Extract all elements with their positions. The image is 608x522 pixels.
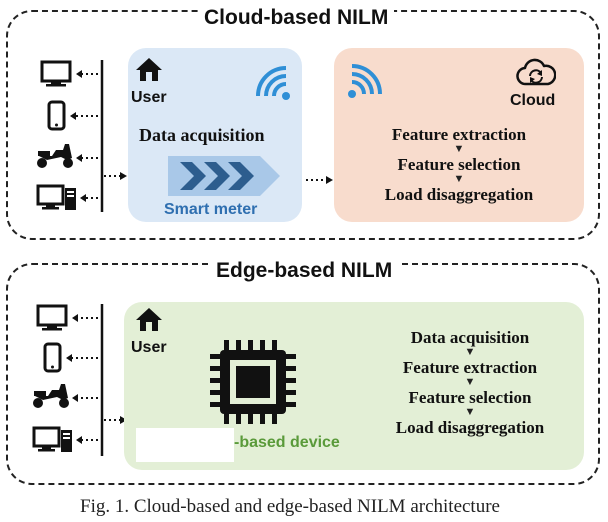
down-arrow-icon: ▼	[453, 173, 465, 185]
figure-caption: Fig. 1. Cloud-based and edge-based NILM …	[80, 496, 500, 517]
scooter-icon	[33, 384, 69, 408]
down-arrow-icon: ▼	[464, 406, 476, 418]
appliance-group-edge	[32, 304, 104, 456]
monitor-icon	[36, 304, 68, 331]
wifi-signal-icon	[348, 64, 382, 98]
monitor-icon	[40, 60, 72, 87]
cloud-step-feature-selection: Feature selection	[397, 155, 521, 174]
edge-step-feature-extraction: Feature extraction	[402, 358, 538, 377]
phone-icon	[47, 100, 66, 131]
device-label-redaction	[136, 428, 234, 462]
cloud-data-acquisition: Data acquisition	[139, 125, 265, 145]
processor-chip-icon	[210, 340, 296, 424]
smart-meter-label: Smart meter	[164, 201, 258, 218]
cloud-label: Cloud	[510, 92, 556, 109]
cloud-user-label: User	[131, 89, 167, 106]
cloud-step-load-disaggregation: Load disaggregation	[384, 185, 534, 204]
appliance-group-cloud	[36, 60, 104, 212]
home-icon	[136, 308, 162, 331]
edge-device-label: -based device	[234, 434, 340, 451]
phone-icon	[43, 342, 62, 373]
bus-to-meter-arrow	[104, 172, 127, 180]
home-icon	[136, 58, 162, 81]
cloud-sync-icon	[516, 58, 556, 86]
smart-meter-chevron-icon	[168, 156, 280, 196]
desktop-computer-icon	[36, 184, 76, 210]
edge-step-data-acquisition: Data acquisition	[410, 328, 530, 347]
edge-step-load-disaggregation: Load disaggregation	[395, 418, 545, 437]
edge-step-feature-selection: Feature selection	[408, 388, 532, 407]
down-arrow-icon: ▼	[453, 143, 465, 155]
wifi-signal-icon	[256, 66, 290, 100]
meter-to-cloud-arrow	[306, 176, 333, 184]
scooter-icon	[37, 144, 73, 168]
desktop-computer-icon	[32, 426, 72, 452]
edge-nilm-title: Edge-based NILM	[210, 259, 399, 283]
cloud-processing-steps: Feature extraction ▼ Feature selection ▼…	[334, 125, 584, 204]
cloud-step-feature-extraction: Feature extraction	[391, 125, 527, 144]
cloud-nilm-title: Cloud-based NILM	[198, 6, 395, 30]
edge-processing-steps: Data acquisition ▼ Feature extraction ▼ …	[370, 328, 570, 437]
down-arrow-icon: ▼	[464, 376, 476, 388]
bus-to-edge-device-arrow	[104, 416, 127, 424]
edge-user-label: User	[131, 339, 167, 356]
down-arrow-icon: ▼	[464, 346, 476, 358]
